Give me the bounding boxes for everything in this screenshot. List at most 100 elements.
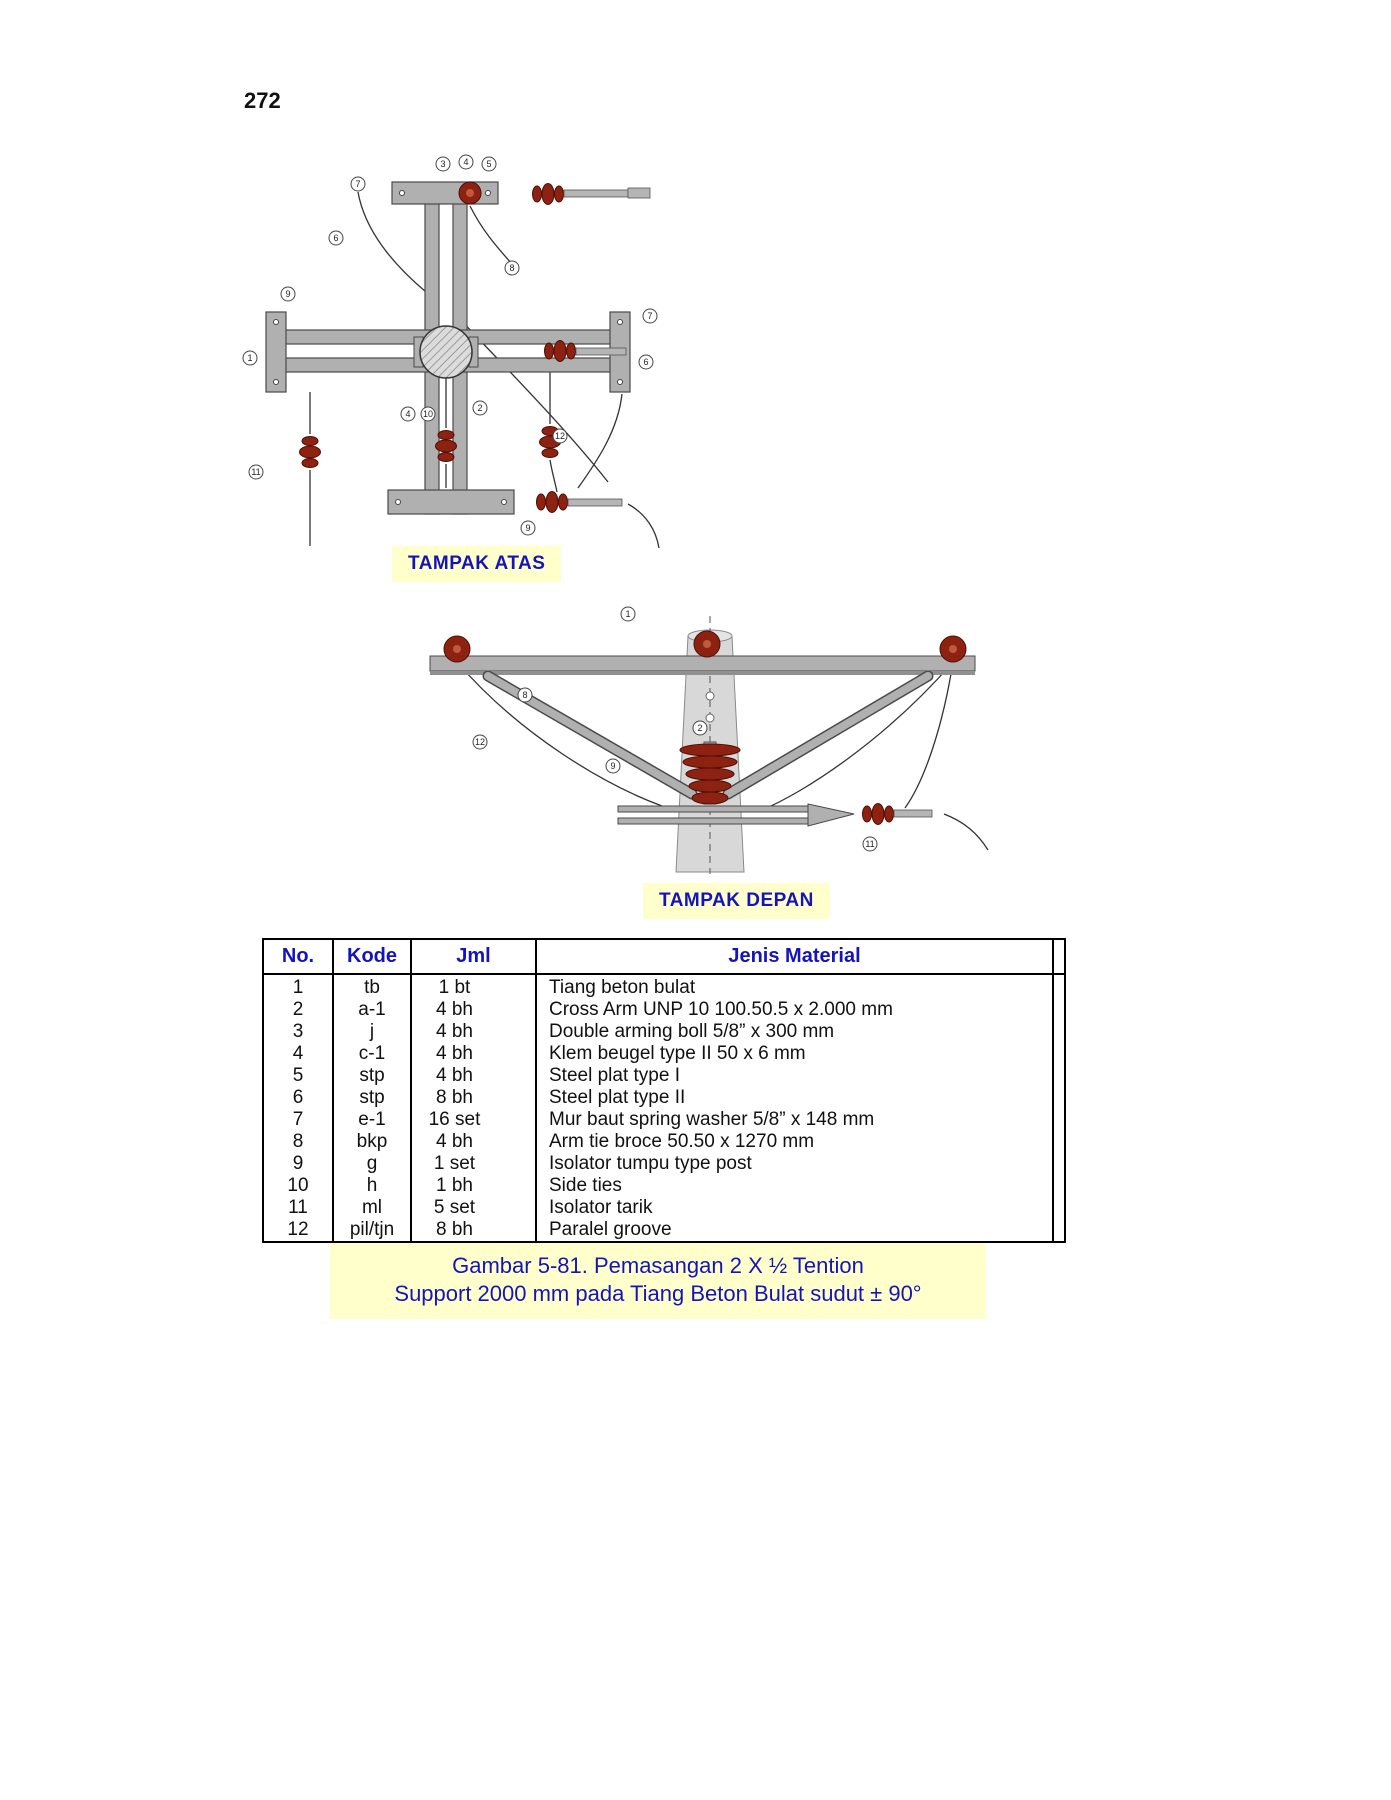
- svg-text:8: 8: [522, 690, 527, 700]
- cell-spacer: [1052, 974, 1065, 999]
- table-row: 6 stp 8 bh Steel plat type II: [263, 1087, 1065, 1109]
- cell-no: 6: [292, 1087, 304, 1108]
- cell-jml: 4 bh: [410, 1021, 536, 1043]
- svg-text:8: 8: [509, 263, 514, 273]
- cell-spacer: [1052, 1175, 1065, 1197]
- bolt-holes: [273, 190, 623, 505]
- table-row: 5 stp 4 bh Steel plat type I: [263, 1065, 1065, 1087]
- svg-text:9: 9: [285, 289, 290, 299]
- cell-no: 9: [292, 1153, 304, 1174]
- cell-material: Steel plat type II: [535, 1087, 1053, 1109]
- cell-kode: stp: [332, 1065, 411, 1087]
- cell-no: 12: [287, 1219, 309, 1240]
- cell-kode: a-1: [332, 999, 411, 1021]
- table-row: 10 h 1 bh Side ties: [263, 1175, 1065, 1197]
- cell-material: Mur baut spring washer 5/8” x 148 mm: [535, 1109, 1053, 1131]
- svg-text:12: 12: [555, 431, 565, 441]
- cell-material: Isolator tumpu type post: [535, 1153, 1053, 1175]
- cell-material: Side ties: [535, 1175, 1053, 1197]
- svg-text:1: 1: [625, 609, 630, 619]
- cell-jml: 5 set: [410, 1197, 536, 1219]
- cell-no: 5: [292, 1065, 304, 1086]
- cell-jml: 8 bh: [410, 1087, 536, 1109]
- col-header-spacer: [1052, 939, 1065, 975]
- col-header-no: No.: [263, 939, 333, 975]
- svg-text:9: 9: [610, 761, 615, 771]
- cell-spacer: [1052, 1087, 1065, 1109]
- post-insulator-stack: [679, 741, 741, 805]
- cell-no: 8: [292, 1131, 304, 1152]
- cell-jml: 1 bh: [410, 1175, 536, 1197]
- table-row: 8 bkp 4 bh Arm tie broce 50.50 x 1270 mm: [263, 1131, 1065, 1153]
- col-header-jml: Jml: [410, 939, 536, 975]
- cross-arm-front: [429, 655, 976, 675]
- cell-material: Cross Arm UNP 10 100.50.5 x 2.000 mm: [535, 999, 1053, 1021]
- col-header-material: Jenis Material: [535, 939, 1053, 975]
- page-number: 272: [244, 88, 281, 113]
- svg-text:7: 7: [647, 311, 652, 321]
- cell-kode: stp: [332, 1087, 411, 1109]
- caption-line-2: Support 2000 mm pada Tiang Beton Bulat s…: [394, 1281, 922, 1306]
- cell-jml: 4 bh: [410, 999, 536, 1021]
- top-view-label: TAMPAK ATAS: [392, 546, 562, 582]
- table-row: 4 c-1 4 bh Klem beugel type II 50 x 6 mm: [263, 1043, 1065, 1065]
- cell-jml: 4 bh: [410, 1131, 536, 1153]
- front-view-label: TAMPAK DEPAN: [643, 883, 830, 919]
- cell-material: Arm tie broce 50.50 x 1270 mm: [535, 1131, 1053, 1153]
- cell-spacer: [1052, 1153, 1065, 1175]
- table-row: 12 pil/tjn 8 bh Paralel groove: [263, 1219, 1065, 1242]
- svg-text:7: 7: [355, 179, 360, 189]
- cell-material: Tiang beton bulat: [535, 974, 1053, 999]
- svg-text:12: 12: [475, 737, 485, 747]
- table-row: 11 ml 5 set Isolator tarik: [263, 1197, 1065, 1219]
- cell-no: 10: [287, 1175, 309, 1196]
- cell-no: 11: [288, 1197, 308, 1218]
- table-row: 9 g 1 set Isolator tumpu type post: [263, 1153, 1065, 1175]
- cell-material: Double arming boll 5/8” x 300 mm: [535, 1021, 1053, 1043]
- conductor-wires-front: [456, 661, 989, 851]
- cell-no: 2: [292, 999, 304, 1020]
- figure-caption: Gambar 5-81. Pemasangan 2 X ½ Tention Su…: [330, 1243, 986, 1319]
- svg-text:1: 1: [247, 353, 252, 363]
- cell-kode: bkp: [332, 1131, 411, 1153]
- svg-text:9: 9: [525, 523, 530, 533]
- cell-jml: 8 bh: [410, 1219, 536, 1242]
- table-header-row: No. Kode Jml Jenis Material: [263, 939, 1065, 975]
- cell-jml: 16 set: [410, 1109, 536, 1131]
- insulators-top-view: [299, 181, 651, 513]
- table-row: 7 e-1 16 set Mur baut spring washer 5/8”…: [263, 1109, 1065, 1131]
- cell-material: Isolator tarik: [535, 1197, 1053, 1219]
- svg-text:3: 3: [440, 159, 445, 169]
- svg-text:11: 11: [251, 467, 260, 477]
- svg-text:5: 5: [486, 159, 491, 169]
- svg-text:2: 2: [477, 403, 482, 413]
- cell-spacer: [1052, 1109, 1065, 1131]
- cell-kode: tb: [332, 974, 411, 999]
- svg-text:6: 6: [643, 357, 648, 367]
- cell-kode: h: [332, 1175, 411, 1197]
- material-table-body: 1 tb 1 bt Tiang beton bulat 2 a-1 4 bh C…: [263, 974, 1065, 1242]
- caption-line-1: Gambar 5-81. Pemasangan 2 X ½ Tention: [452, 1253, 864, 1278]
- cell-jml: 1 set: [410, 1153, 536, 1175]
- cell-material: Klem beugel type II 50 x 6 mm: [535, 1043, 1053, 1065]
- pole-cross-section: [413, 325, 479, 379]
- cell-kode: pil/tjn: [332, 1219, 411, 1242]
- cell-spacer: [1052, 1065, 1065, 1087]
- cell-jml: 4 bh: [410, 1065, 536, 1087]
- svg-text:10: 10: [423, 409, 433, 419]
- cell-kode: e-1: [332, 1109, 411, 1131]
- cell-spacer: [1052, 1021, 1065, 1043]
- cell-jml: 4 bh: [410, 1043, 536, 1065]
- cell-no: 1: [292, 977, 304, 998]
- pin-insulators-front: [443, 630, 967, 663]
- cell-spacer: [1052, 999, 1065, 1021]
- cell-no: 3: [292, 1021, 304, 1042]
- tension-clamp-assembly: [617, 803, 933, 827]
- svg-text:4: 4: [463, 157, 468, 167]
- cell-kode: c-1: [332, 1043, 411, 1065]
- cell-no: 7: [292, 1109, 304, 1130]
